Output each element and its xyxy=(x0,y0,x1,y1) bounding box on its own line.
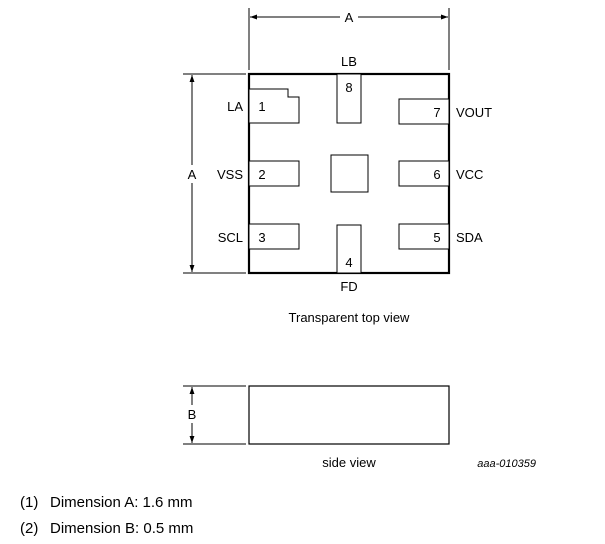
pin-2-number: 2 xyxy=(258,167,265,182)
dimension-a-label-left: A xyxy=(188,167,197,182)
dimension-a-horizontal: A xyxy=(248,8,450,70)
pad-3 xyxy=(248,223,300,250)
package-outline-side xyxy=(248,385,450,445)
note-item: (1) Dimension A: 1.6 mm xyxy=(20,490,193,516)
pin-4-number: 4 xyxy=(345,255,352,270)
note-text: Dimension A: 1.6 mm xyxy=(50,494,193,511)
pin-8-name: LB xyxy=(341,54,357,69)
pad-6 xyxy=(398,160,450,187)
side-view-caption: side view xyxy=(322,455,376,470)
pin-8-number: 8 xyxy=(345,80,352,95)
pin-1-number: 1 xyxy=(258,99,265,114)
pin-3-number: 3 xyxy=(258,230,265,245)
notes-list: (1) Dimension A: 1.6 mm (2) Dimension B: 0… xyxy=(20,490,193,542)
top-view-caption: Transparent top view xyxy=(289,310,411,325)
pad-2 xyxy=(248,160,300,187)
pin-7-number: 7 xyxy=(433,105,440,120)
note-item: (2) Dimension B: 0.5 mm xyxy=(20,516,193,542)
center-pad xyxy=(330,154,369,193)
note-text: Dimension B: 0.5 mm xyxy=(50,520,194,537)
dimension-b-label: B xyxy=(188,407,197,422)
note-number: (2) xyxy=(20,520,39,537)
pin-3-name: SCL xyxy=(218,230,243,245)
dimension-a-vertical: A xyxy=(183,73,246,274)
pin-5-name: SDA xyxy=(456,230,483,245)
pin-6-name: VCC xyxy=(456,167,483,182)
pin-2-name: VSS xyxy=(217,167,243,182)
note-number: (1) xyxy=(20,494,39,511)
dimension-b-vertical: B xyxy=(183,385,246,445)
pad-4 xyxy=(336,224,362,274)
pin-4-name: FD xyxy=(340,279,357,294)
figure-id: aaa-010359 xyxy=(477,458,536,470)
pad-7 xyxy=(398,98,450,125)
dimension-a-label-top: A xyxy=(345,10,354,25)
pad-5 xyxy=(398,223,450,250)
pin-5-number: 5 xyxy=(433,230,440,245)
pad-1 xyxy=(248,88,300,124)
pad-8 xyxy=(336,73,362,124)
pin-6-number: 6 xyxy=(433,167,440,182)
pin-7-name: VOUT xyxy=(456,105,492,120)
pin-1-name: LA xyxy=(227,99,243,114)
